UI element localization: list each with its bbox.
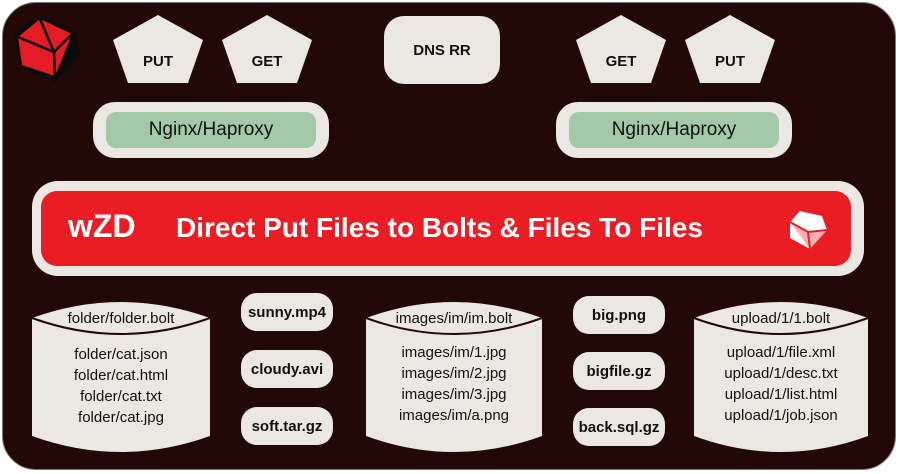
file-pill: back.sql.gz xyxy=(573,408,665,446)
get-label-right: GET xyxy=(605,53,637,70)
storage-title: upload/1/1.bolt xyxy=(731,310,831,327)
pentagon-shape xyxy=(685,15,775,83)
storage-item: folder/cat.txt xyxy=(80,388,162,405)
cylinder-shape xyxy=(365,302,543,452)
proxy-label-right: Nginx/Haproxy xyxy=(569,112,779,148)
file-pill: soft.tar.gz xyxy=(241,407,333,445)
storage-item: folder/cat.jpg xyxy=(78,409,164,426)
proxy-label-left: Nginx/Haproxy xyxy=(106,112,316,148)
get-method-right: GET xyxy=(573,12,669,86)
pentagon-shape xyxy=(113,15,203,83)
storage-item: upload/1/file.xml xyxy=(726,344,836,361)
storage-item: images/im/a.png xyxy=(398,407,510,424)
file-pill: sunny.mp4 xyxy=(241,293,333,331)
brand-label: wZD xyxy=(68,208,136,244)
storage-item: images/im/2.jpg xyxy=(401,365,507,382)
wzd-banner xyxy=(41,191,851,266)
file-pill: cloudy.avi xyxy=(241,350,333,388)
file-pill: bigfile.gz xyxy=(573,352,665,390)
storage-item: images/im/3.jpg xyxy=(401,386,507,403)
get-method-left: GET xyxy=(219,12,315,86)
put-label-left: PUT xyxy=(143,53,173,70)
storage-upload-bolt: upload/1/1.bolt upload/1/file.xml upload… xyxy=(692,296,870,458)
storage-item: folder/cat.html xyxy=(73,367,169,384)
cylinder-shape xyxy=(31,302,211,452)
storage-folder-bolt: folder/folder.bolt folder/cat.json folde… xyxy=(30,296,212,458)
pentagon-shape xyxy=(576,15,666,83)
storage-item: images/im/1.jpg xyxy=(401,344,507,361)
dns-rr-box: DNS RR xyxy=(384,16,500,84)
dns-label: DNS RR xyxy=(413,41,471,59)
storage-title: images/im/im.bolt xyxy=(395,310,513,327)
storage-item: upload/1/job.json xyxy=(724,407,838,424)
banner-title: Direct Put Files to Bolts & Files To Fil… xyxy=(176,212,703,243)
get-label-left: GET xyxy=(251,53,283,70)
file-pill: big.png xyxy=(573,296,665,334)
storage-title: folder/folder.bolt xyxy=(67,310,175,327)
cylinder-shape xyxy=(693,302,869,452)
pentagon-shape xyxy=(222,15,312,83)
put-label-right: PUT xyxy=(715,53,745,70)
storage-images-bolt: images/im/im.bolt images/im/1.jpg images… xyxy=(364,296,544,458)
white-red-gem-icon xyxy=(789,211,828,250)
put-method-left: PUT xyxy=(110,12,206,86)
red-polyhedron-logo xyxy=(14,14,80,82)
storage-item: upload/1/desc.txt xyxy=(724,365,838,382)
put-method-right: PUT xyxy=(682,12,778,86)
storage-item: upload/1/list.html xyxy=(724,386,838,403)
storage-item: folder/cat.json xyxy=(74,346,168,363)
